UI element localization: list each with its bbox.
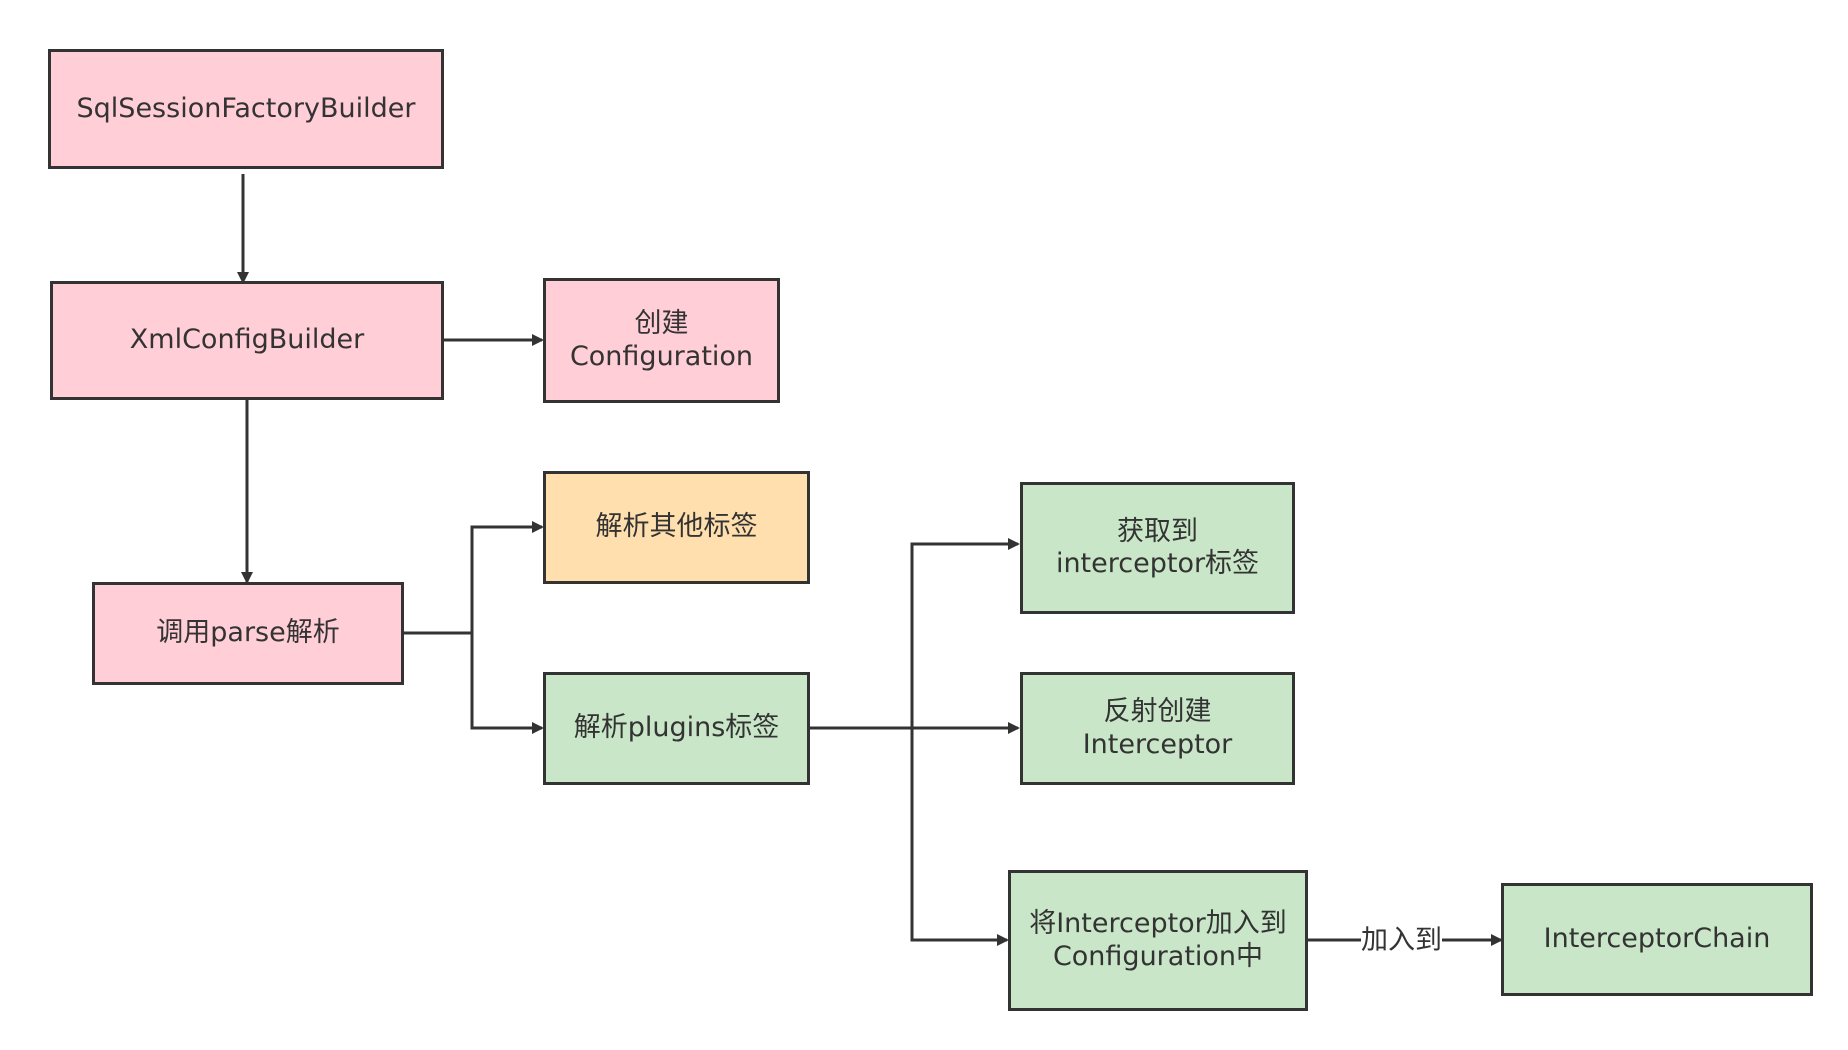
edge-parse-plugins-to-add-interceptor (910, 728, 1009, 946)
node-label: 解析plugins标签 (573, 712, 780, 744)
node-label: XmlConfigBuilder (129, 324, 365, 356)
edge-call-parse-to-parse-plugins-tag (470, 633, 544, 734)
node-xmlconfigbuilder: XmlConfigBuilder (50, 281, 444, 400)
node-label: 调用parse解析 (156, 617, 340, 649)
edge-call-parse-to-parse-other-tags (470, 521, 544, 633)
node-label-line-1: 将Interceptor加入到 (1029, 908, 1287, 940)
node-interceptorchain: InterceptorChain (1501, 883, 1813, 996)
edge-parse-plugins-to-get-interceptor-tag (910, 538, 1020, 728)
node-label-line-2: Configuration (569, 340, 754, 372)
node-parse-other-tags: 解析其他标签 (543, 471, 810, 584)
node-label-line-2: interceptor标签 (1055, 548, 1260, 579)
node-label-line-1: 获取到 (1117, 515, 1198, 547)
node-reflect-create-interceptor: 反射创建 Interceptor (1020, 672, 1295, 785)
edge-label-add-to: 加入到 (1361, 925, 1442, 956)
node-label-line-2: Interceptor (1082, 728, 1233, 760)
node-get-interceptor-tag: 获取到 interceptor标签 (1020, 482, 1295, 614)
node-label-line-1: 创建 (634, 308, 689, 340)
node-create-configuration: 创建 Configuration (543, 278, 780, 403)
node-call-parse: 调用parse解析 (92, 582, 404, 685)
node-label: InterceptorChain (1543, 923, 1771, 955)
node-label: 解析其他标签 (595, 511, 758, 543)
node-add-interceptor-to-configuration: 将Interceptor加入到 Configuration中 (1008, 870, 1308, 1011)
node-label: SqlSessionFactoryBuilder (76, 92, 416, 124)
node-label-line-1: 反射创建 (1103, 696, 1212, 728)
node-parse-plugins-tag: 解析plugins标签 (543, 672, 810, 785)
node-label-line-2: Configuration中 (1052, 940, 1264, 972)
node-sqlsessionfactorybuilder: SqlSessionFactoryBuilder (48, 49, 444, 169)
